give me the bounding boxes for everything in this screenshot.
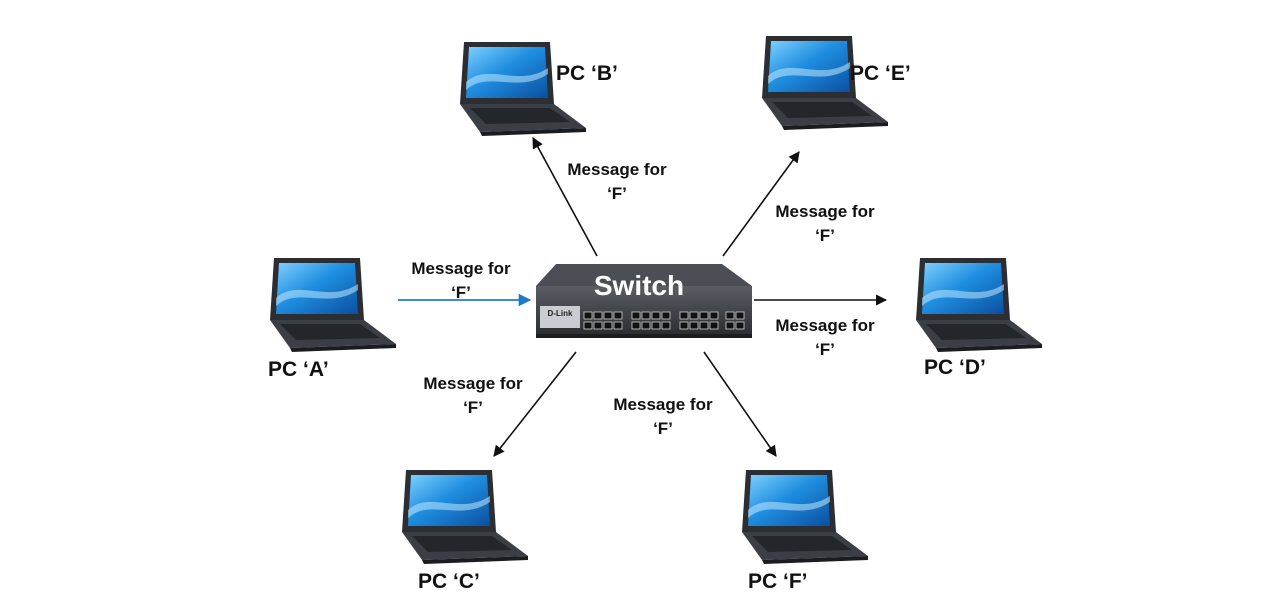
message-label-to-f: Message for ‘F’ bbox=[600, 393, 726, 441]
arrow-switch-to-f bbox=[703, 351, 777, 457]
switch-brand-text: D-Link bbox=[548, 309, 573, 318]
pc-label-a: PC ‘A’ bbox=[268, 358, 329, 381]
message-label-to-c: Message for ‘F’ bbox=[410, 372, 536, 420]
laptop-icon-b bbox=[460, 42, 586, 136]
laptop-icon-a bbox=[270, 258, 396, 352]
message-line1: Message for bbox=[775, 316, 875, 335]
arrow-switch-to-e bbox=[722, 151, 800, 257]
laptop-icon-c bbox=[402, 470, 528, 564]
laptop-icon-d bbox=[916, 258, 1042, 352]
message-label-to-e: Message for ‘F’ bbox=[762, 200, 888, 248]
pc-label-f: PC ‘F’ bbox=[748, 570, 808, 593]
message-line2: ‘F’ bbox=[607, 184, 627, 203]
pc-label-e: PC ‘E’ bbox=[850, 62, 911, 85]
message-line2: ‘F’ bbox=[815, 340, 835, 359]
message-line2: ‘F’ bbox=[815, 226, 835, 245]
message-label-to-switch: Message for ‘F’ bbox=[398, 257, 524, 305]
arrow-switch-to-b bbox=[532, 137, 598, 257]
message-line2: ‘F’ bbox=[653, 419, 673, 438]
pc-label-c: PC ‘C’ bbox=[418, 570, 480, 593]
pc-label-d: PC ‘D’ bbox=[924, 356, 986, 379]
message-line1: Message for bbox=[613, 395, 713, 414]
message-label-to-b: Message for ‘F’ bbox=[554, 158, 680, 206]
arrow-switch-to-c bbox=[493, 351, 577, 457]
message-line1: Message for bbox=[567, 160, 667, 179]
message-line2: ‘F’ bbox=[463, 398, 483, 417]
message-line1: Message for bbox=[411, 259, 511, 278]
message-line2: ‘F’ bbox=[451, 283, 471, 302]
switch-ports bbox=[583, 311, 745, 330]
message-line1: Message for bbox=[423, 374, 523, 393]
switch-device: D-Link bbox=[536, 264, 752, 338]
pc-label-b: PC ‘B’ bbox=[556, 62, 618, 85]
message-line1: Message for bbox=[775, 202, 875, 221]
laptop-icon-f bbox=[742, 470, 868, 564]
switch-label: Switch bbox=[593, 270, 685, 301]
switch-brand-plate bbox=[540, 306, 580, 328]
message-label-to-d: Message for ‘F’ bbox=[762, 314, 888, 362]
